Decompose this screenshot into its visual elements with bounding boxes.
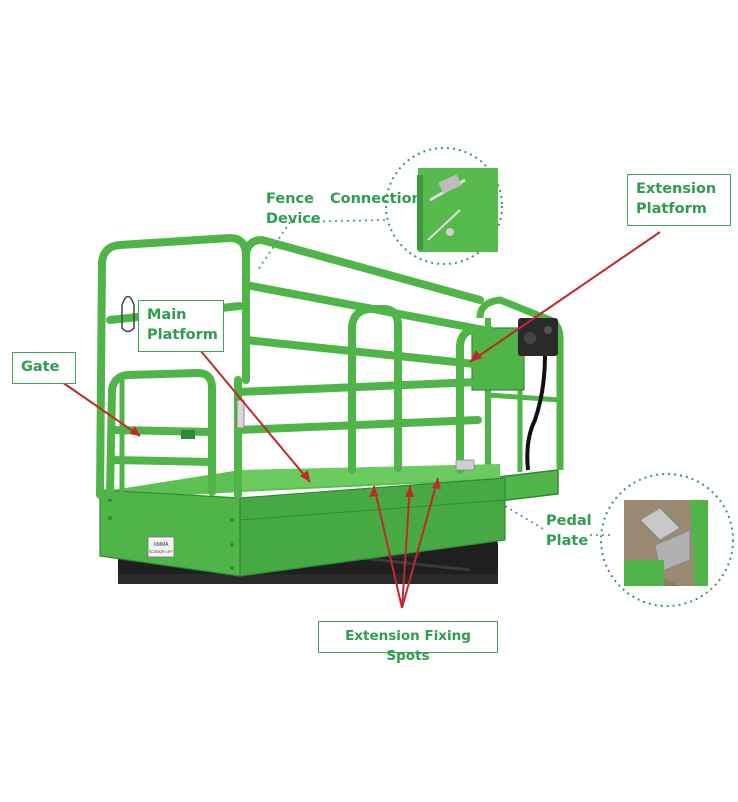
nameplate-line2: SCISSOR LIFT [149,550,174,554]
label-pedal-plate: Pedal Plate [546,513,592,549]
connection-callout [385,147,503,265]
gate-latch [181,430,195,439]
label-connection: Connection [330,191,422,207]
pedal-plate-on-deck [455,459,475,471]
label-main-platform: Main Platform [138,300,224,352]
nameplate-line1: XMMA [154,542,170,548]
dotted-leaders [257,219,610,536]
gate-hinge [236,399,245,429]
fence-clip [121,295,135,333]
guardrails [96,234,494,499]
extension-platform [471,296,564,503]
pedal-plate-callout [600,473,734,607]
label-gate: Gate [12,352,76,384]
red-pointers [61,231,661,609]
label-extension-fixing-spots: Extension Fixing Spots [318,621,498,664]
label-extension-platform: Extension Platform [627,174,731,226]
main-platform: XMMA SCISSOR LIFT [99,464,506,577]
red-arrowheads [130,350,482,497]
label-fence-device: Fence Device [266,191,321,227]
